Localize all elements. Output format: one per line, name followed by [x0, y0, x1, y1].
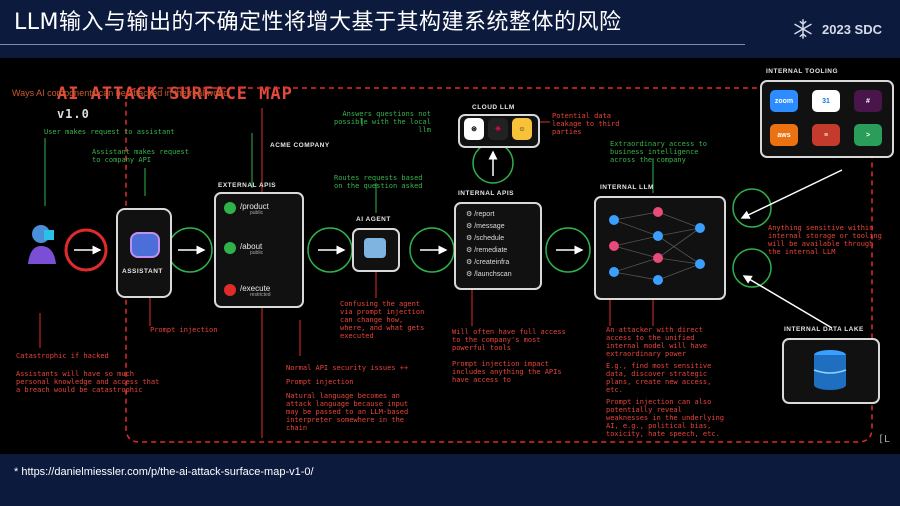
note-normal-api: Normal API security issues ++	[286, 364, 409, 372]
terminal-icon: >	[854, 124, 882, 146]
watermark-logo: [L	[878, 434, 891, 445]
title-rule	[0, 44, 745, 45]
note-full-access: Will often have full access to the compa…	[452, 328, 566, 353]
note-extraordinary: Extraordinary access to business intelli…	[610, 140, 707, 165]
note-pi-impact: Prompt injection impact includes anythin…	[452, 360, 562, 385]
robot-icon	[364, 238, 386, 258]
cloud-llm-box: ⊛ ✳ ☺	[458, 114, 540, 148]
spark-icon: ✳	[488, 118, 508, 140]
internal-llm-box	[594, 196, 726, 300]
slide-title: LLM输入与输出的不确定性将增大基于其构建系统整体的风险	[14, 10, 622, 35]
note-attacker-access: An attacker with direct access to the un…	[606, 326, 708, 359]
note-pi-reveal: Prompt injection can also potentially re…	[606, 398, 725, 439]
internal-api-createinfra: ⚙ /createinfra	[466, 259, 510, 266]
calendar-icon: 31	[812, 90, 840, 112]
openai-icon: ⊛	[464, 118, 484, 140]
database-icon	[813, 350, 847, 390]
note-assistant-request: Assistant makes request to company API	[92, 148, 189, 165]
assistant-box: ASSISTANT	[116, 208, 172, 298]
snowflake-icon	[794, 19, 812, 39]
external-apis-label: EXTERNAL APIS	[218, 182, 277, 189]
huggingface-icon: ☺	[512, 118, 532, 140]
brand: 2023 SDC	[792, 18, 882, 40]
note-confusing: Confusing the agent via prompt injection…	[340, 300, 425, 341]
gear-icon	[224, 202, 236, 214]
note-user-request: User makes request to assistant	[44, 128, 175, 136]
internal-llm-label: INTERNAL LLM	[600, 184, 654, 191]
user-avatar-icon	[28, 225, 56, 264]
internal-api-launchscan: ⚙ /launchscan	[466, 271, 512, 278]
slack-icon: #	[854, 90, 882, 112]
internal-api-schedule: ⚙ /schedule	[466, 235, 505, 242]
gear-icon	[224, 242, 236, 254]
brand-label: 2023 SDC	[822, 21, 882, 37]
gear-icon	[224, 284, 236, 296]
layers-icon: ≡	[812, 124, 840, 146]
map-subtitle: Ways AI components can be attacked in th…	[12, 88, 229, 98]
note-assistants-knowledge: Assistants will have so much personal kn…	[16, 370, 160, 395]
zoom-icon: zoom	[770, 90, 798, 112]
user-entry-circle	[64, 228, 108, 272]
map-version: v1.0	[56, 107, 90, 122]
internal-apis-box: ⚙ /report ⚙ /message ⚙ /schedule ⚙ /reme…	[454, 202, 542, 290]
ai-agent-label: AI AGENT	[356, 216, 391, 223]
internal-tooling-label: INTERNAL TOOLING	[766, 68, 839, 75]
internal-tooling-box: zoom 31 # aws ≡ >	[760, 80, 894, 158]
internal-api-message: ⚙ /message	[466, 223, 505, 230]
assistant-label: ASSISTANT	[122, 268, 163, 275]
cloud-llm-label: CLOUD LLM	[472, 104, 515, 111]
ai-agent-box	[352, 228, 400, 272]
note-potential-data: Potential data leakage to third parties	[552, 112, 620, 137]
footnote: * https://danielmiessler.com/p/the-ai-at…	[14, 466, 314, 478]
internal-data-lake-box	[782, 338, 880, 404]
note-prompt-injection-2: Prompt injection	[286, 378, 354, 386]
note-prompt-injection-1: Prompt injection	[150, 326, 218, 334]
neural-network-icon	[609, 207, 705, 285]
internal-api-remediate: ⚙ /remediate	[466, 247, 508, 254]
note-anything-sensitive: Anything sensitive within internal stora…	[768, 224, 882, 257]
acme-company-label: ACME COMPANY	[270, 142, 330, 149]
note-natural-language: Natural language becomes an attack langu…	[286, 392, 409, 433]
note-answers: Answers questions not possible with the …	[334, 110, 431, 135]
robot-face-icon	[130, 232, 160, 258]
aws-icon: aws	[770, 124, 798, 146]
internal-api-report: ⚙ /report	[466, 211, 495, 218]
internal-data-lake-label: INTERNAL DATA LAKE	[784, 326, 864, 333]
attack-surface-map: AI ATTACK SURFACE MAP v1.0 Ways AI compo…	[0, 58, 900, 454]
note-eg: E.g., find most sensitive data, discover…	[606, 362, 712, 395]
note-catastrophic: Catastrophic if hacked	[16, 352, 109, 360]
internal-apis-label: INTERNAL APIS	[458, 190, 514, 197]
note-routes: Routes requests based on the question as…	[334, 174, 423, 191]
